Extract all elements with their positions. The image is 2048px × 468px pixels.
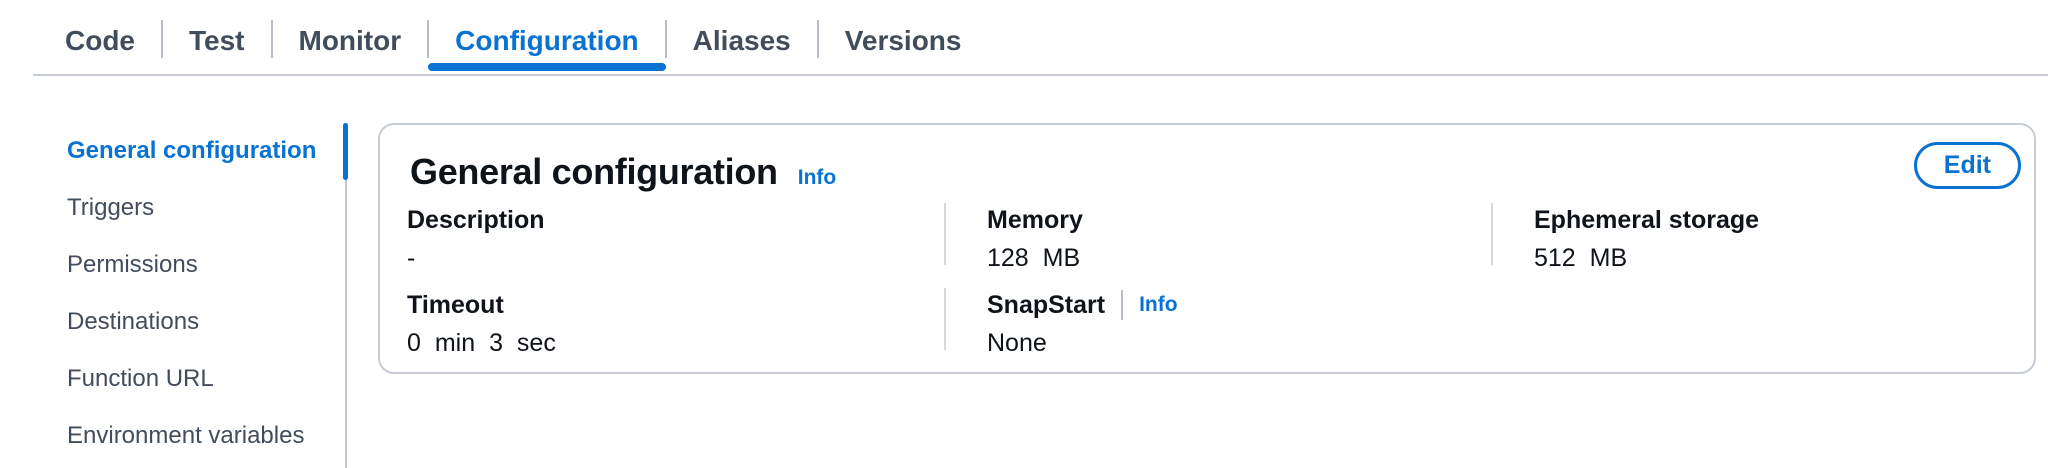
tab-code[interactable]: Code <box>65 25 135 56</box>
field-timeout: Timeout 0 min 3 sec <box>407 290 556 358</box>
general-configuration-panel: General configuration Info Edit Descript… <box>378 123 2036 374</box>
tab-monitor[interactable]: Monitor <box>270 0 429 76</box>
field-timeout-value: 0 min 3 sec <box>407 329 556 357</box>
field-ephemeral-storage: Ephemeral storage 512 MB <box>1534 205 1759 273</box>
sidebar-item-destinations[interactable]: Destinations <box>67 307 200 335</box>
panel-header: General configuration Info <box>410 151 836 193</box>
sidebar-nav-list: General configuration Triggers Permissio… <box>0 122 345 464</box>
field-description: Description - <box>407 205 545 273</box>
field-snapstart-label-row: SnapStart Info <box>987 290 1178 320</box>
field-description-label: Description <box>407 206 545 234</box>
field-snapstart-label: SnapStart <box>987 291 1106 319</box>
snapstart-label-divider <box>1121 290 1124 320</box>
sidebar-item-environment-variables[interactable]: Environment variables <box>67 421 305 449</box>
field-snapstart-value: None <box>987 329 1047 357</box>
sidebar-divider <box>345 123 347 468</box>
field-memory-label: Memory <box>987 206 1083 234</box>
tab-versions[interactable]: Versions <box>816 0 989 76</box>
field-ephemeral-storage-value: 512 MB <box>1534 244 1628 272</box>
tab-aliases[interactable]: Aliases <box>664 0 818 76</box>
sidebar-active-indicator <box>343 123 348 180</box>
function-tab-bar: Code Test Monitor Configuration Aliases … <box>0 0 2048 76</box>
field-description-value: - <box>407 244 416 272</box>
sidebar-item-general-configuration[interactable]: General configuration <box>67 136 317 164</box>
tab-list: Code Test Monitor Configuration Aliases … <box>38 0 2048 76</box>
field-snapstart: SnapStart Info None <box>987 290 1178 358</box>
field-memory: Memory 128 MB <box>987 205 1083 273</box>
column-divider <box>944 288 946 350</box>
field-timeout-label: Timeout <box>407 291 504 319</box>
tab-bar-divider <box>33 74 2048 76</box>
panel-title: General configuration <box>410 151 778 192</box>
edit-button[interactable]: Edit <box>1913 142 2021 189</box>
tab-test[interactable]: Test <box>161 0 272 76</box>
field-ephemeral-storage-label: Ephemeral storage <box>1534 206 1760 234</box>
sidebar-item-permissions[interactable]: Permissions <box>67 250 198 278</box>
snapstart-info-link[interactable]: Info <box>1139 293 1178 316</box>
column-divider <box>1491 203 1493 265</box>
field-memory-value: 128 MB <box>987 244 1081 272</box>
column-divider <box>944 203 946 265</box>
panel-info-link[interactable]: Info <box>797 166 837 189</box>
tab-configuration[interactable]: Configuration <box>427 0 666 76</box>
configuration-sidebar: General configuration Triggers Permissio… <box>0 76 378 468</box>
sidebar-item-triggers[interactable]: Triggers <box>67 193 155 221</box>
sidebar-item-function-url[interactable]: Function URL <box>67 364 214 392</box>
